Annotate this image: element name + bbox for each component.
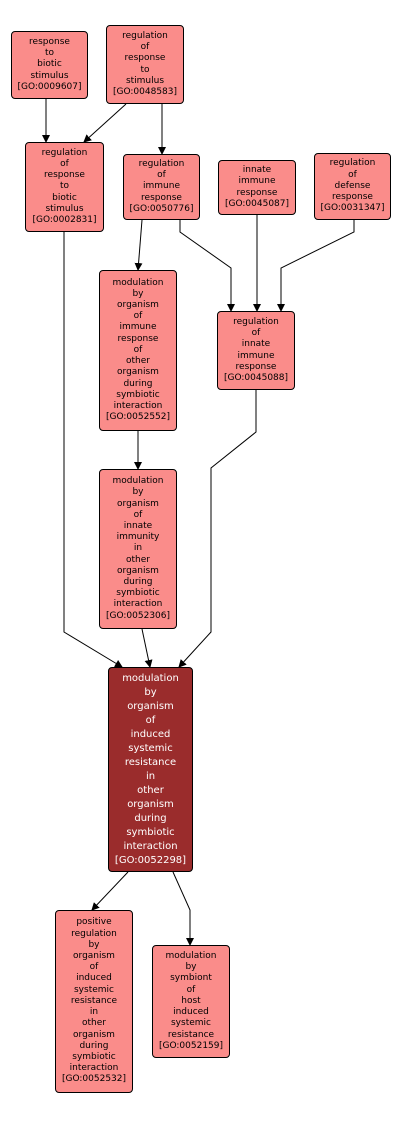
node-label: modulation by organism of innate immunit… <box>105 476 171 621</box>
node-label: regulation of response to stimulus [GO:0… <box>112 30 178 97</box>
node-label: innate immune response [GO:0045087] <box>224 165 290 209</box>
node-go0009607[interactable]: response to biotic stimulus [GO:0009607] <box>11 31 88 99</box>
node-go0052306[interactable]: modulation by organism of innate immunit… <box>99 469 177 629</box>
node-label: regulation of immune response [GO:005077… <box>129 158 194 214</box>
node-label: regulation of response to biotic stimulu… <box>32 147 97 225</box>
edge-go0052298-to-go0052532 <box>91 871 129 911</box>
node-label: positive regulation by organism of induc… <box>61 917 127 1085</box>
edge-go0048583-to-go0002831 <box>83 103 127 143</box>
edge-go0050776-to-go0045088 <box>179 220 235 312</box>
node-label: response to biotic stimulus [GO:0009607] <box>17 36 82 92</box>
node-go0052298[interactable]: modulation by organism of induced system… <box>108 667 193 872</box>
node-go0050776[interactable]: regulation of immune response [GO:005077… <box>123 154 200 220</box>
edge-go0050776-to-go0052552 <box>134 219 143 271</box>
node-go0052552[interactable]: modulation by organism of immune respons… <box>99 270 177 431</box>
edge-go0052306-to-go0052298 <box>141 628 153 668</box>
node-go0045088[interactable]: regulation of innate immune response [GO… <box>217 311 295 390</box>
node-label: regulation of innate immune response [GO… <box>223 316 289 383</box>
node-label: modulation by organism of immune respons… <box>105 277 171 423</box>
edge-go0002831-to-go0052298 <box>63 232 123 668</box>
node-label: modulation by symbiont of host induced s… <box>158 951 224 1051</box>
edge-go0031347-to-go0045088 <box>277 220 355 312</box>
node-go0048583[interactable]: regulation of response to stimulus [GO:0… <box>106 25 184 104</box>
edge-go0052298-to-go0052159 <box>172 871 194 946</box>
node-go0045087[interactable]: innate immune response [GO:0045087] <box>218 160 296 215</box>
node-label: regulation of defense response [GO:00313… <box>320 158 385 214</box>
node-go0031347[interactable]: regulation of defense response [GO:00313… <box>314 153 391 220</box>
node-go0052159[interactable]: modulation by symbiont of host induced s… <box>152 945 230 1058</box>
edge-go0045088-to-go0052298 <box>178 390 257 668</box>
node-go0052532[interactable]: positive regulation by organism of induc… <box>55 910 133 1093</box>
node-go0002831[interactable]: regulation of response to biotic stimulu… <box>25 142 104 232</box>
node-label: modulation by organism of induced system… <box>114 672 187 866</box>
